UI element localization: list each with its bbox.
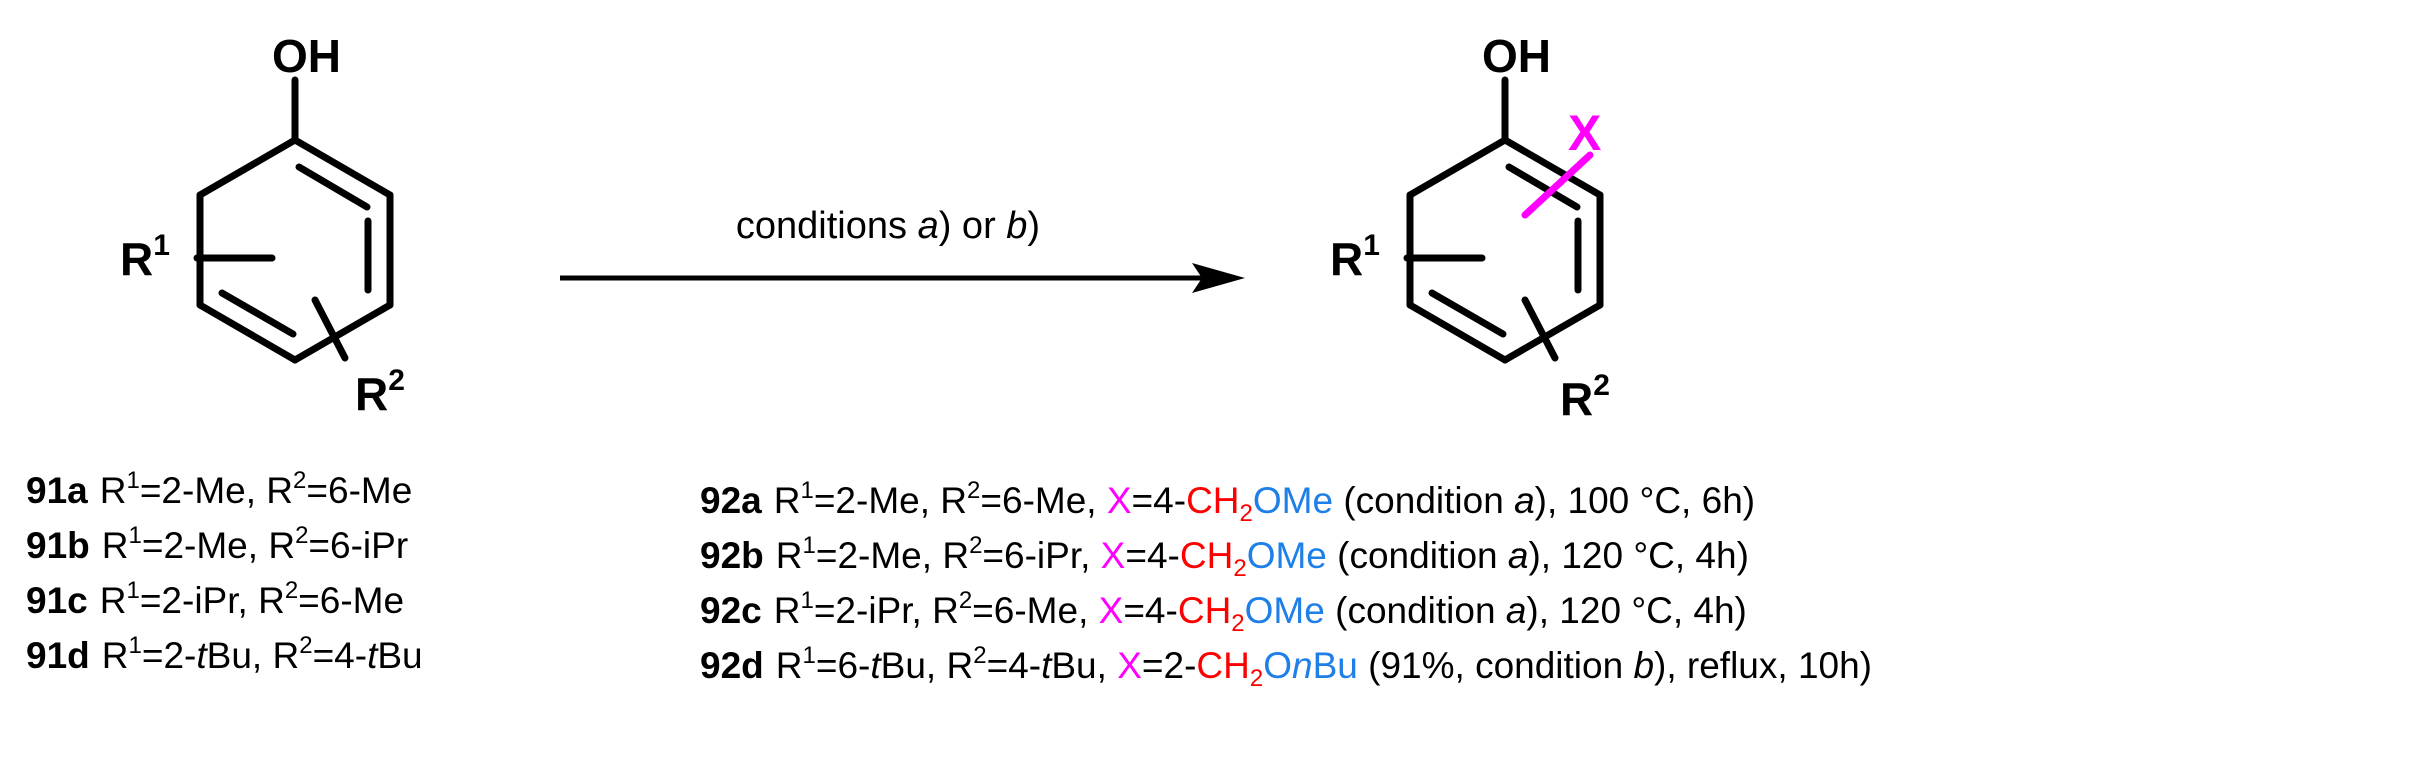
product-double-bond	[1505, 163, 1581, 211]
compound-id: 92c	[700, 590, 762, 631]
compound-id: 92b	[700, 535, 764, 576]
reactant-ring-bond	[291, 136, 394, 199]
reactant-r2-bond	[311, 296, 349, 362]
reactant-double-bond	[295, 163, 371, 211]
compound-id: 92d	[700, 645, 764, 686]
reactant-ring-bond	[196, 136, 299, 199]
reaction-conditions-label: conditions a) or b)	[736, 205, 1040, 247]
product-ring-bond	[1406, 301, 1509, 364]
product-ring-bond	[1501, 136, 1604, 199]
product-r1-label: R1	[1330, 229, 1380, 285]
compound-id: 91a	[26, 470, 88, 511]
reactant-structure	[193, 76, 394, 364]
product-ring-bond	[1406, 136, 1509, 199]
product-x-bond	[1521, 151, 1594, 219]
product-r2-label: R2	[1560, 369, 1610, 425]
product-oh-label: OH	[1482, 30, 1551, 82]
compound-id: 91b	[26, 525, 90, 566]
compound-id: 92a	[700, 480, 762, 521]
product-structure	[1403, 76, 1604, 364]
reactant-oh-label: OH	[272, 30, 341, 82]
reactant-double-bond	[218, 289, 297, 338]
reactant-ring-bond	[291, 301, 394, 364]
product-ring-bond	[1501, 301, 1604, 364]
compound-id: 91c	[26, 580, 88, 621]
compound-id: 91d	[26, 635, 90, 676]
reactant-ring-bond	[196, 301, 299, 364]
reactant-r2-label: R2	[355, 364, 405, 420]
product-x-label: X	[1568, 105, 1601, 161]
product-r2-bond	[1521, 296, 1559, 362]
product-double-bond	[1428, 289, 1507, 338]
reactant-r1-label: R1	[120, 229, 170, 285]
reaction-arrowhead	[1192, 263, 1245, 293]
